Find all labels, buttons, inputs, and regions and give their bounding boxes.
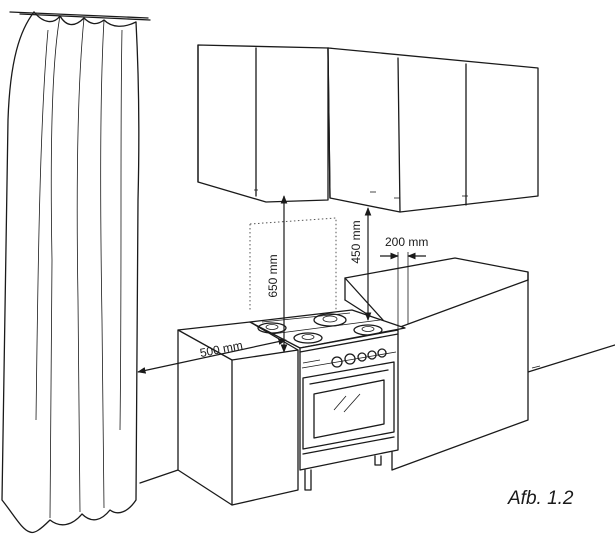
dimension-lines xyxy=(137,195,426,374)
splashback-outline xyxy=(249,217,337,316)
label-450mm: 450 mm xyxy=(349,220,363,263)
label-200mm: 200 mm xyxy=(385,235,428,249)
floor-lines xyxy=(139,344,615,484)
label-650mm: 650 mm xyxy=(266,254,280,297)
wall-cabinets xyxy=(197,44,539,213)
curtain xyxy=(1,11,151,534)
figure-caption: Afb. 1.2 xyxy=(507,488,574,509)
